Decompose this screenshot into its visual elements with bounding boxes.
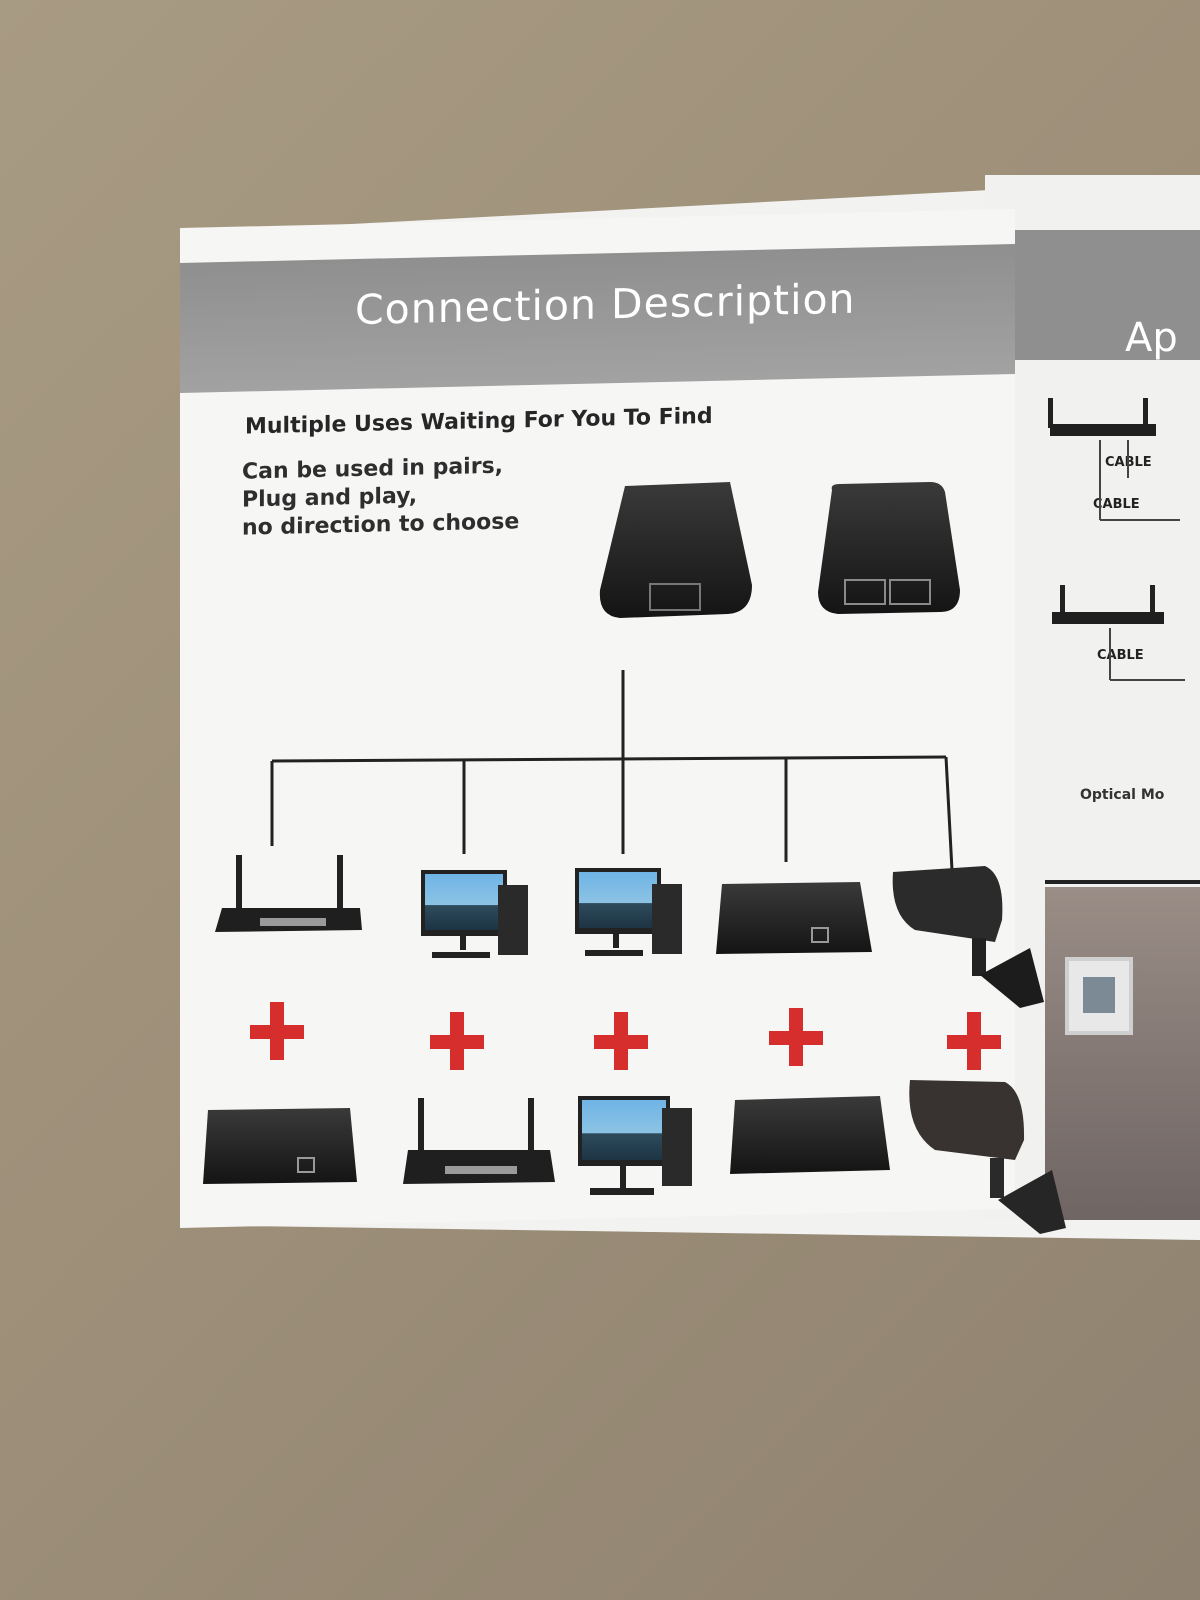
plus-icon: [594, 1012, 648, 1070]
cable-label: CABLE: [1093, 497, 1140, 512]
right-panel: Ap CABLE CABLE CABLE Optical Mo: [985, 175, 1200, 1220]
desktop-computer-icon: [578, 1096, 692, 1195]
security-camera-icon: [892, 866, 1044, 1008]
connector-lines: [270, 670, 954, 871]
right-panel-title: Ap: [1125, 315, 1178, 361]
room-photo: [1045, 887, 1200, 1220]
plus-icon: [769, 1008, 823, 1066]
desktop-computer-icon: [421, 870, 528, 958]
right-header-band: Ap: [985, 230, 1200, 361]
optical-modem-label: Optical Mo: [1080, 787, 1165, 803]
router-icon: [403, 1098, 555, 1184]
network-box-icon: [730, 1096, 890, 1174]
plus-icon: [250, 1002, 304, 1060]
router-icon: [215, 855, 362, 932]
divider-line: [1045, 880, 1200, 884]
plus-icon: [947, 1012, 1001, 1070]
wall-socket: [1065, 957, 1133, 1035]
router-icon: [1048, 398, 1180, 521]
security-camera-icon: [909, 1080, 1066, 1234]
single-port-adapter-icon: [599, 482, 752, 618]
router-icon: [1052, 585, 1185, 681]
plus-icon: [430, 1012, 484, 1070]
network-box-icon: [203, 1108, 357, 1184]
dual-port-adapter-icon: [818, 482, 960, 614]
network-box-icon: [716, 882, 872, 954]
cable-label: CABLE: [1097, 648, 1144, 663]
desktop-computer-icon: [575, 868, 682, 956]
